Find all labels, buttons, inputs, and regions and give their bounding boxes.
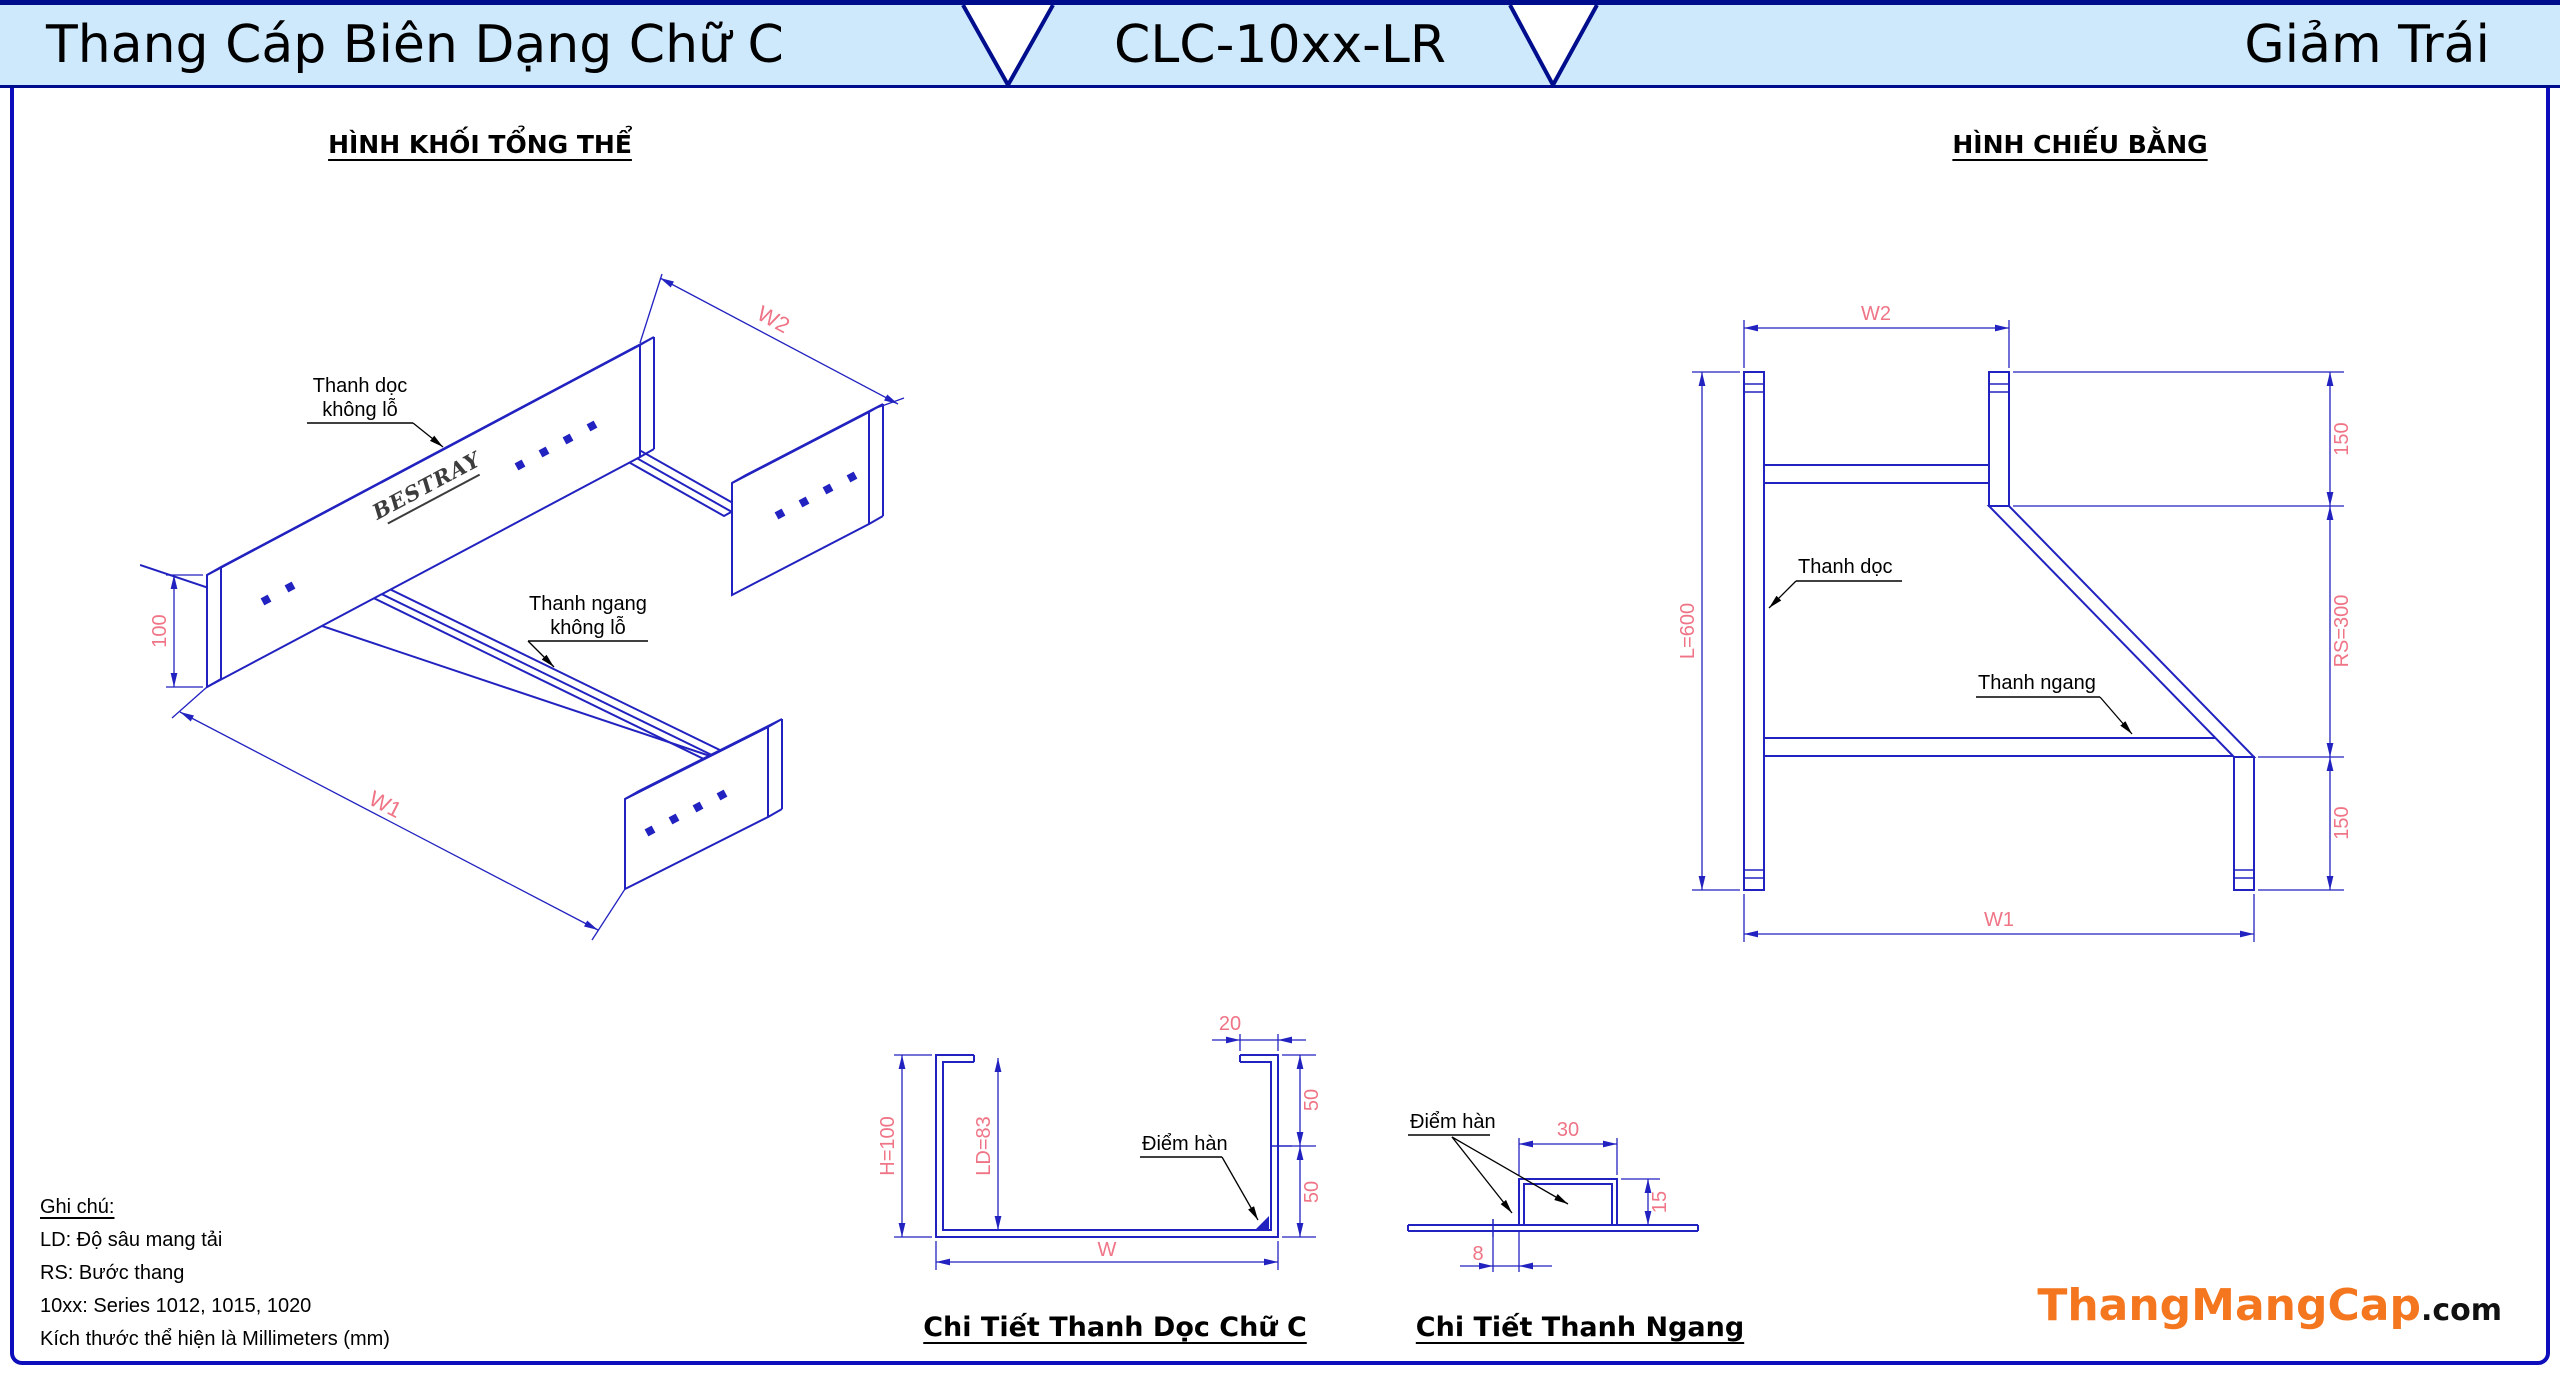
c-detail-title: Chi Tiết Thanh Dọc Chữ C [923,1312,1307,1343]
iso-left-rail [206,336,655,689]
c-dim-w-text: W [1098,1239,1117,1261]
rung-dim-8: 8 [1460,1231,1552,1272]
rung-detail-drawing: 30 15 8 Điểm hàn [1407,1111,1699,1272]
plan-dim-length-text: L=600 [1677,603,1699,659]
c-dim-ld-text: LD=83 [973,1116,995,1176]
note-line: Kích thước thể hiện là Millimeters (mm) [40,1328,390,1350]
iso-label-rung-line2: không lỗ [550,616,626,639]
iso-view-title: HÌNH KHỐI TỔNG THỂ [328,130,632,159]
c-dim-h: H=100 [880,1054,932,1238]
variant-title: Giảm Trái [2244,15,2490,75]
plan-dim-length: L=600 [1677,371,1740,891]
c-label-weld: Điểm hàn [1140,1133,1259,1221]
note-line: LD: Độ sâu mang tải [40,1229,223,1251]
plan-label-rung-text: Thanh ngang [1978,672,2096,694]
rung-dim-30: 30 [1518,1119,1618,1175]
rung-dim-30-text: 30 [1557,1119,1579,1141]
c-dim-50s: 50 50 [1282,1054,1323,1238]
plan-view-drawing: W2 L=600 150 RS=300 150 W1 Thanh dọc Tha… [1677,303,2353,942]
iso-label-rail: Thanh dọc không lỗ [307,375,444,448]
iso-label-rail-line2: không lỗ [322,398,398,421]
iso-dim-w2-text: W2 [753,301,794,339]
website-logo-suffix: .com [2420,1293,2502,1328]
plan-dim-150-top-text: 150 [2331,422,2353,455]
rung-dim-8-text: 8 [1472,1243,1483,1265]
notes-block: Ghi chú: LD: Độ sâu mang tải RS: Bước th… [40,1196,390,1351]
note-line: 10xx: Series 1012, 1015, 1020 [40,1295,312,1317]
plan-dim-150-bottom-text: 150 [2331,806,2353,839]
rung-label-weld: Điểm hàn [1408,1111,1569,1214]
iso-view-drawing: BESTRAY 100 W2 W1 Thanh dọc không lỗ Tha… [140,273,905,941]
c-dim-w: W [935,1239,1279,1270]
sheet-frame [10,88,2550,1365]
iso-upper-right-rail [731,403,884,597]
plan-dim-rs-text: RS=300 [2331,595,2353,668]
iso-label-rung: Thanh ngang không lỗ [527,593,648,668]
plan-dim-w2: W2 [1743,303,2010,368]
iso-label-rail-line1: Thanh dọc [313,375,408,397]
rung-profile-outline [1407,1178,1699,1237]
iso-dim-w2: W2 [639,273,905,411]
iso-dim-w1-text: W1 [365,786,406,823]
c-profile-detail-drawing: 20 H=100 LD=83 50 50 W Điểm hàn [880,1013,1323,1270]
note-line: RS: Bước thang [40,1262,185,1284]
plan-dim-w2-text: W2 [1861,303,1891,325]
c-dim-50-bottom-text: 50 [1301,1181,1323,1203]
notes-title: Ghi chú: [40,1196,115,1218]
c-label-weld-text: Điểm hàn [1142,1133,1228,1155]
plan-dim-w1: W1 [1743,894,2255,942]
iso-dim-height-text: 100 [149,614,171,647]
model-code-title: CLC-10xx-LR [1114,15,1446,75]
c-dim-20-text: 20 [1219,1013,1241,1035]
title-bar-notches [961,5,1599,85]
plan-label-rung: Thanh ngang [1976,672,2133,735]
c-dim-h-text: H=100 [880,1116,899,1176]
iso-dim-height: 100 [149,574,203,688]
website-logo: ThangMangCap.com [2037,1280,2502,1331]
weld-mark [1256,1216,1269,1229]
plan-ladder-outline [1743,371,2257,891]
rung-dim-15: 15 [1621,1178,1671,1225]
c-dim-50-top-text: 50 [1301,1089,1323,1111]
iso-dim-w1: W1 [171,686,626,941]
plan-dim-w1-text: W1 [1984,909,2014,931]
title-bar: Thang Cáp Biên Dạng Chữ C CLC-10xx-LR Gi… [0,0,2560,88]
plan-label-rail: Thanh dọc [1768,556,1902,609]
product-name-title: Thang Cáp Biên Dạng Chữ C [46,15,784,75]
c-dim-ld: LD=83 [973,1058,1002,1230]
iso-label-rung-line1: Thanh ngang [529,593,647,615]
c-profile-outline [935,1054,1292,1238]
plan-view-title: HÌNH CHIẾU BẰNG [1952,130,2208,159]
iso-hole-marks [260,420,858,837]
plan-dim-right-chain: 150 RS=300 150 [2013,371,2353,891]
rung-dim-15-text: 15 [1649,1191,1671,1213]
plan-label-rail-text: Thanh dọc [1798,556,1893,578]
rung-detail-title: Chi Tiết Thanh Ngang [1415,1312,1745,1343]
website-logo-main: ThangMangCap [2037,1280,2421,1331]
c-dim-20: 20 [1212,1013,1306,1051]
rung-label-weld-text: Điểm hàn [1410,1111,1496,1133]
